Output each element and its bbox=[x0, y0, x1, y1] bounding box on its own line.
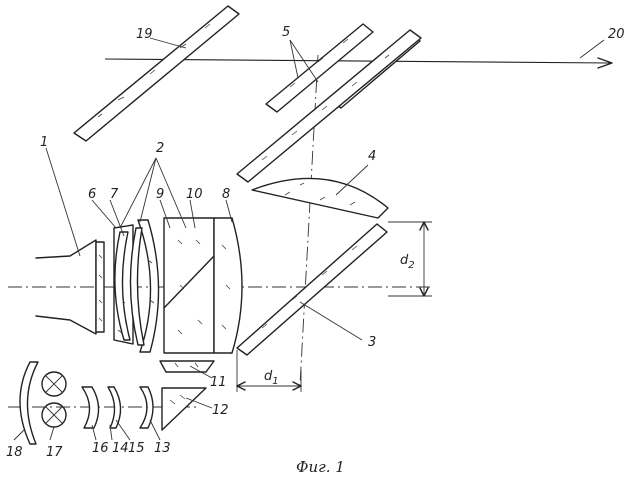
lens-11 bbox=[160, 361, 214, 372]
label-9: 9 bbox=[156, 187, 164, 202]
figure-caption: Фиг. 1 bbox=[296, 458, 345, 476]
label-20: 20 bbox=[608, 27, 625, 42]
vertical-optical-axis bbox=[300, 55, 318, 385]
lens-8 bbox=[214, 218, 242, 353]
label-12: 12 bbox=[212, 403, 229, 418]
label-2: 2 bbox=[156, 141, 164, 156]
label-5: 5 bbox=[282, 25, 290, 40]
prism-cube-9-10 bbox=[164, 218, 214, 353]
label-d1: d1 bbox=[264, 369, 279, 387]
label-d2-sub: 2 bbox=[408, 260, 414, 271]
label-6: 6 bbox=[88, 187, 96, 202]
label-7: 7 bbox=[110, 187, 119, 202]
label-3: 3 bbox=[368, 335, 376, 350]
label-18: 18 bbox=[6, 445, 23, 460]
label-17: 17 bbox=[46, 445, 63, 460]
label-13: 13 bbox=[154, 441, 171, 456]
label-16: 16 bbox=[92, 441, 109, 456]
mirror-3 bbox=[237, 224, 387, 355]
lens-16 bbox=[82, 387, 99, 428]
label-1: 1 bbox=[40, 135, 48, 150]
label-10: 10 bbox=[186, 187, 203, 202]
label-8: 8 bbox=[222, 187, 230, 202]
label-19: 19 bbox=[136, 27, 153, 42]
label-4: 4 bbox=[368, 149, 376, 164]
label-d1-sub: 1 bbox=[272, 376, 278, 387]
lens-4 bbox=[252, 178, 388, 218]
lamps-17 bbox=[42, 372, 66, 427]
label-11: 11 bbox=[210, 375, 227, 390]
plate-19 bbox=[74, 6, 239, 141]
label-14: 14 bbox=[112, 441, 129, 456]
dimension-d2 bbox=[388, 222, 432, 296]
lens-15 bbox=[108, 387, 121, 428]
label-d2: d2 bbox=[400, 253, 415, 271]
leader-lines bbox=[14, 38, 604, 440]
prism-12 bbox=[162, 388, 206, 430]
lens-group-2 bbox=[130, 220, 158, 352]
label-15: 15 bbox=[128, 441, 145, 456]
